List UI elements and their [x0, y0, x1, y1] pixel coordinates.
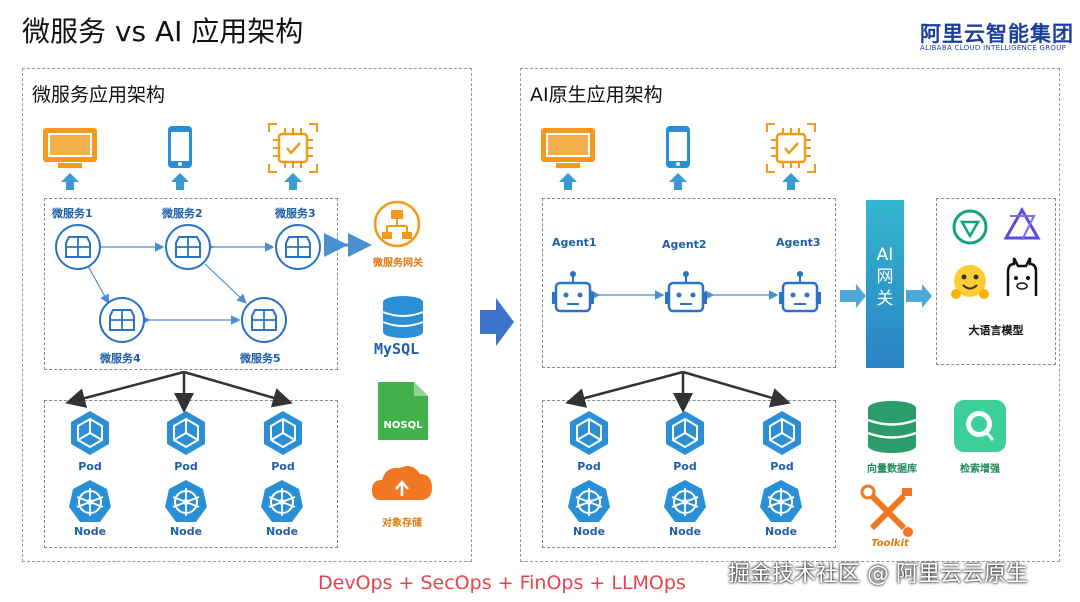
pod-icon: [569, 410, 609, 456]
microservice-2-icon: [165, 224, 211, 270]
pod-label: Pod: [770, 460, 794, 473]
arrow-to-llm-icon: [906, 284, 932, 308]
pod-icon: [166, 410, 206, 456]
node-icon: [663, 479, 707, 523]
node-label: Node: [668, 525, 702, 538]
up-arrow-icon: [669, 173, 687, 190]
transition-arrow-icon: [480, 298, 514, 346]
retrieval-augmentation-icon: [954, 400, 1006, 452]
openai-logo-icon: [952, 209, 988, 245]
microservice-1-label: 微服务1: [52, 207, 93, 220]
watermark-text: 掘金技术社区 @ 阿里云云原生: [728, 562, 1028, 587]
agent-3-robot-icon: [777, 269, 823, 313]
mobile-phone-icon: [666, 126, 690, 168]
iot-chip-icon: [765, 122, 817, 174]
company-logo-text: 阿里云智能集团: [920, 22, 1074, 46]
left-panel: [22, 68, 472, 562]
right-panel: [520, 68, 1060, 562]
up-arrow-icon: [782, 173, 800, 190]
iot-chip-icon: [267, 122, 319, 174]
pod-label: Pod: [577, 460, 601, 473]
toolkit-label: Toolkit: [871, 538, 909, 549]
node-icon: [759, 479, 803, 523]
nosql-label: NOSQL: [383, 420, 423, 431]
microservice-3-icon: [275, 224, 321, 270]
pod-icon: [263, 410, 303, 456]
ai-gateway-label-1: AI: [876, 245, 894, 265]
microservice-3-label: 微服务3: [275, 207, 316, 220]
microservice-5-icon: [241, 297, 287, 343]
qwen-logo-icon: [1003, 206, 1041, 241]
nosql-document-icon: [378, 382, 428, 440]
microservice-gateway-label: 微服务网关: [373, 258, 423, 269]
agent-1-robot-icon: [550, 269, 596, 313]
microservice-5-label: 微服务5: [240, 352, 281, 365]
ollama-logo-icon: [1006, 257, 1038, 296]
right-panel-title: AI原生应用架构: [530, 84, 663, 106]
node-icon: [567, 479, 611, 523]
node-label: Node: [265, 525, 299, 538]
agent-1-label: Agent1: [552, 236, 597, 249]
up-arrow-icon: [559, 173, 577, 190]
pod-label: Pod: [78, 460, 102, 473]
node-label: Node: [73, 525, 107, 538]
microservice-1-icon: [55, 224, 101, 270]
retrieval-augmentation-label: 检索增强: [960, 464, 1000, 475]
object-storage-label: 对象存储: [382, 518, 422, 529]
pod-icon: [762, 410, 802, 456]
agent-2-label: Agent2: [662, 238, 707, 251]
microservice-2-label: 微服务2: [162, 207, 203, 220]
left-panel-title: 微服务应用架构: [32, 84, 166, 106]
node-label: Node: [572, 525, 606, 538]
up-arrow-icon: [61, 173, 79, 190]
node-label: Node: [169, 525, 203, 538]
toolkit-icon: [860, 484, 913, 537]
node-label: Node: [764, 525, 798, 538]
ai-gateway: AI 网 关: [866, 200, 904, 368]
microservice-4-icon: [99, 297, 145, 343]
up-arrow-icon: [171, 173, 189, 190]
page-title: 微服务 vs AI 应用架构: [22, 15, 304, 48]
vector-database-icon: [867, 401, 917, 453]
pod-label: Pod: [271, 460, 295, 473]
pod-icon: [665, 410, 705, 456]
desktop-icon: [43, 128, 97, 168]
node-icon: [164, 479, 208, 523]
microservice-cluster: [44, 198, 338, 370]
microservice-4-label: 微服务4: [100, 352, 141, 365]
pod-label: Pod: [174, 460, 198, 473]
pod-label: Pod: [673, 460, 697, 473]
llm-label: 大语言模型: [968, 324, 1024, 337]
ai-gateway-label-3: 关: [876, 289, 894, 309]
agent-3-label: Agent3: [776, 236, 821, 249]
llm-box: [936, 198, 1056, 365]
agent-2-robot-icon: [663, 269, 709, 313]
node-icon: [260, 479, 304, 523]
agent-cluster: [542, 198, 836, 368]
desktop-icon: [541, 128, 595, 168]
pod-icon: [70, 410, 110, 456]
huggingface-logo-icon: [951, 265, 989, 299]
company-logo-subtext: ALIBABA CLOUD INTELLIGENCE GROUP: [920, 44, 1067, 52]
mobile-phone-icon: [168, 126, 192, 168]
mysql-database-icon: [382, 296, 424, 338]
node-icon: [68, 479, 112, 523]
vector-database-label: 向量数据库: [867, 464, 917, 475]
ai-gateway-label-2: 网: [876, 267, 894, 287]
mysql-label: MySQL: [374, 340, 420, 358]
arrow-to-ai-gateway-icon: [840, 284, 866, 308]
microservice-gateway-icon: [373, 200, 421, 248]
footer-ops-text: DevOps + SecOps + FinOps + LLMOps: [318, 572, 686, 594]
object-storage-icon: [372, 466, 432, 500]
up-arrow-icon: [284, 173, 302, 190]
